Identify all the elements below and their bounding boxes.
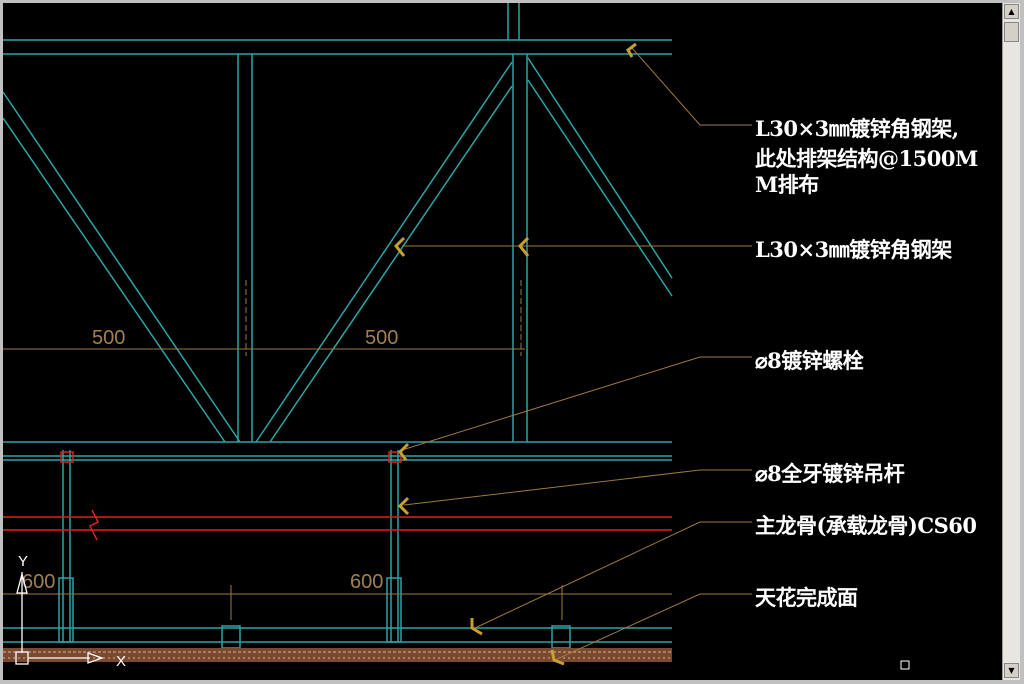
dimension-text: 600 bbox=[22, 571, 55, 593]
hatch-pattern bbox=[3, 651, 672, 659]
ucs-y-label: Y bbox=[18, 553, 28, 570]
leader-lines bbox=[401, 47, 752, 661]
scroll-thumb[interactable] bbox=[1004, 22, 1019, 42]
leader-arrows bbox=[393, 42, 637, 666]
window-frame-right bbox=[1020, 0, 1024, 684]
annotation-angle-steel-frame-note: L30×3㎜镀锌角钢架, bbox=[755, 116, 959, 141]
window-frame-top bbox=[0, 0, 1024, 3]
diagonal-member bbox=[2, 91, 241, 443]
arrow-icon bbox=[397, 496, 410, 516]
annotation-angle-steel-frame: L30×3㎜镀锌角钢架 bbox=[755, 237, 952, 262]
drawing-canvas[interactable]: 500 500 600 600 Y X L30×3㎜镀锌角钢架, 此处排架结构@… bbox=[0, 0, 1002, 680]
dimension-lines bbox=[3, 280, 672, 620]
ceiling-finish-hatch bbox=[3, 648, 672, 662]
arrow-icon bbox=[393, 236, 406, 257]
keel-clip bbox=[551, 625, 571, 649]
layout-tabs-bar[interactable] bbox=[0, 680, 1024, 684]
annotation-main-keel: 主龙骨(承载龙骨)CS60 bbox=[755, 513, 977, 538]
window-frame-left bbox=[0, 0, 3, 684]
scroll-up-button[interactable]: ▲ bbox=[1004, 4, 1019, 19]
arrow-icon bbox=[398, 442, 410, 461]
scroll-down-button[interactable]: ▼ bbox=[1004, 663, 1019, 678]
arrow-icon bbox=[550, 649, 565, 666]
dimension-text: 500 bbox=[92, 327, 125, 349]
annotation-hanger-rod: ⌀8全牙镀锌吊杆 bbox=[755, 461, 905, 486]
dimension-text: 600 bbox=[350, 571, 383, 593]
arrow-icon bbox=[626, 42, 637, 58]
annotation-angle-steel-frame-note-line2: 此处排架结构@1500MM排布 bbox=[755, 146, 978, 197]
arrow-icon bbox=[470, 618, 483, 636]
ucs-x-label: X bbox=[116, 653, 126, 670]
diagonal-member bbox=[527, 57, 673, 279]
ucs-icon bbox=[15, 571, 104, 665]
diagonal-member bbox=[255, 61, 513, 443]
vertical-scrollbar[interactable]: ▲ ▼ bbox=[1002, 3, 1021, 680]
dimension-text: 500 bbox=[365, 327, 398, 349]
cad-drawing: 500 500 600 600 Y X bbox=[2, 0, 910, 670]
steel-frame bbox=[2, 0, 673, 649]
cursor-pickbox bbox=[900, 660, 910, 670]
arrow-icon bbox=[517, 236, 530, 257]
main-keel-lines bbox=[3, 451, 672, 541]
annotation-ceiling-finish: 天花完成面 bbox=[755, 585, 858, 610]
annotation-bolt: ⌀8镀锌螺栓 bbox=[755, 348, 864, 373]
keel-clip bbox=[221, 625, 241, 649]
